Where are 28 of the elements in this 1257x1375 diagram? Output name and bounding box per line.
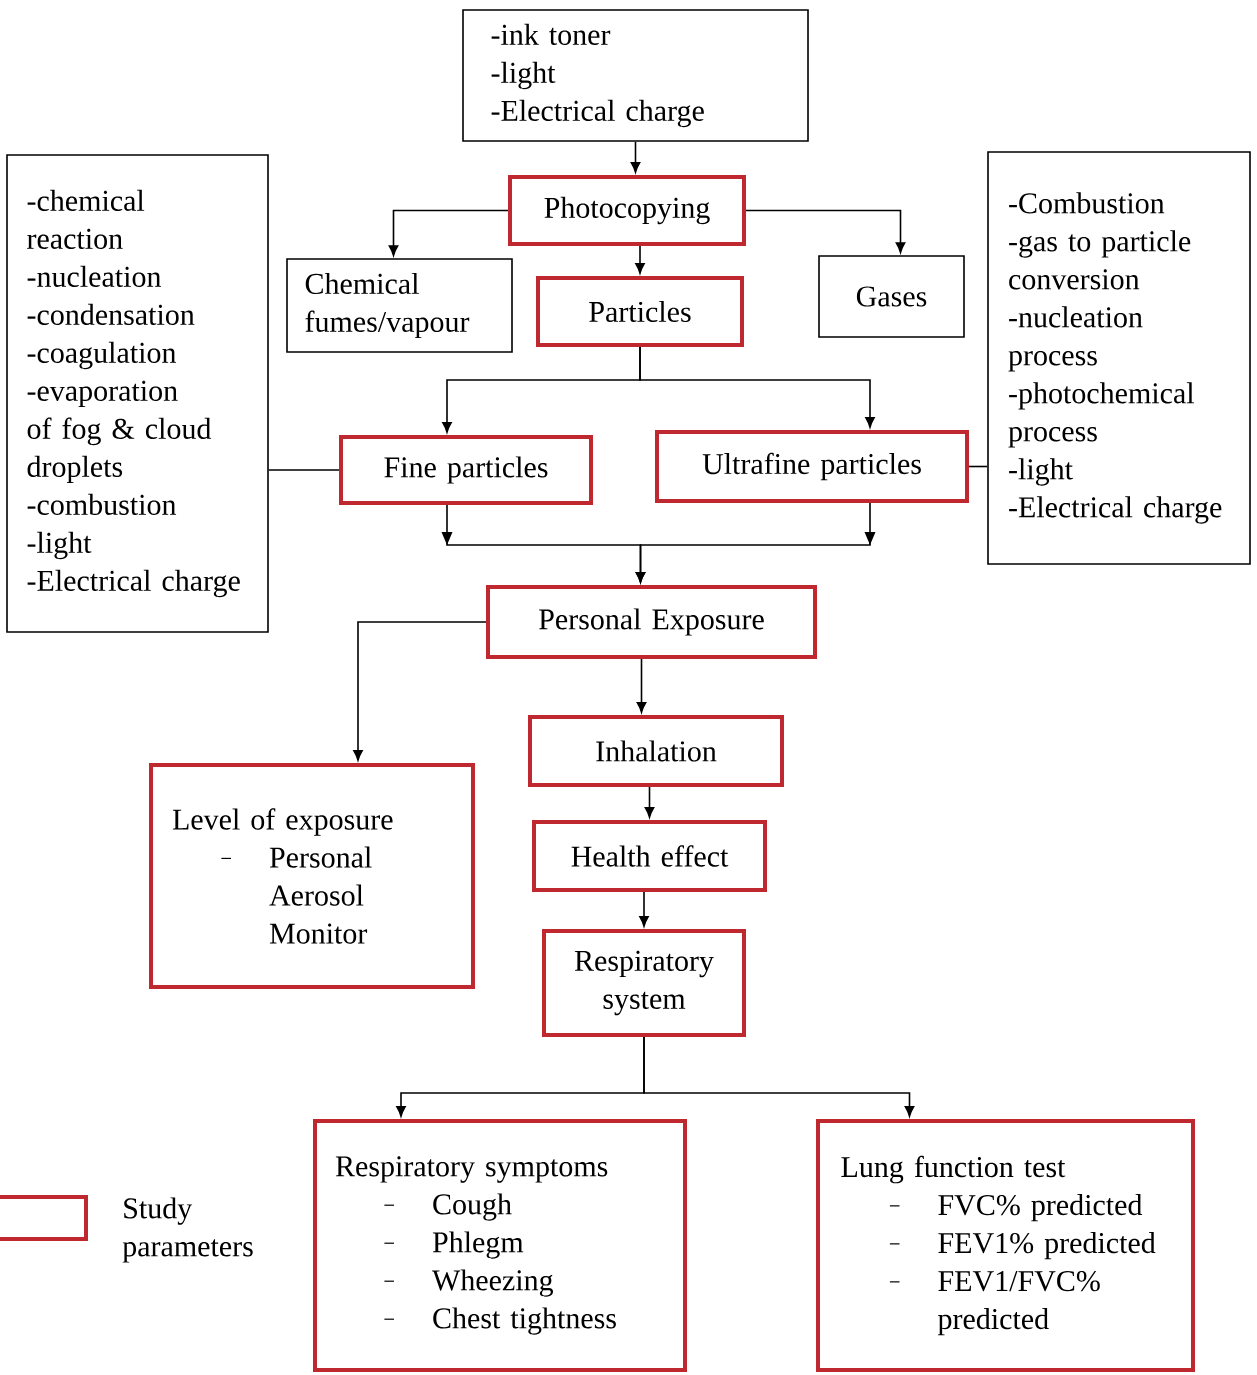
legend-text: Study parameters	[122, 1197, 253, 1263]
output-box: Gases	[818, 255, 965, 338]
arrow	[635, 502, 876, 583]
arrow	[636, 658, 647, 713]
arrow	[630, 141, 641, 173]
arrow	[635, 245, 645, 274]
process-box: Particles	[536, 276, 744, 347]
mechanism-box: -Combustion -gas to particle conversion -nucleation process -photochemical process -light -Electrical charge	[987, 151, 1251, 565]
output-box: Chemical fumes/vapour	[286, 258, 513, 353]
arrow	[643, 1036, 915, 1117]
arrow	[745, 209, 906, 254]
process-box: Photocopying	[508, 175, 746, 246]
process-box: Respiratory system	[542, 929, 746, 1037]
process-box: Fine particles	[339, 435, 593, 505]
process-box: Health effect	[532, 820, 767, 892]
arrow	[388, 209, 509, 257]
source-box: -ink toner -light -Electrical charge	[462, 9, 809, 142]
parameter-box: Respiratory symptoms Cough Phlegm Wheezing Chest tightness	[313, 1119, 687, 1372]
process-box: Inhalation	[528, 715, 784, 787]
arrow	[639, 346, 875, 428]
mechanism-box: -chemical reaction -nucleation -condensation -coagulation -evaporation of fog & cloud droplets -combustion -light -Electrical charge	[6, 154, 269, 633]
arrow	[639, 891, 649, 927]
arrow	[644, 786, 655, 818]
parameter-box: Lung function test FVC% predicted FEV1% predicted FEV1/FVC% predicted	[816, 1119, 1195, 1372]
arrow	[353, 621, 487, 761]
process-box: Ultrafine particles	[655, 430, 969, 503]
parameter-box: Level of exposure Personal Aerosol Monitor	[149, 763, 475, 989]
process-box: Personal Exposure	[486, 585, 817, 659]
